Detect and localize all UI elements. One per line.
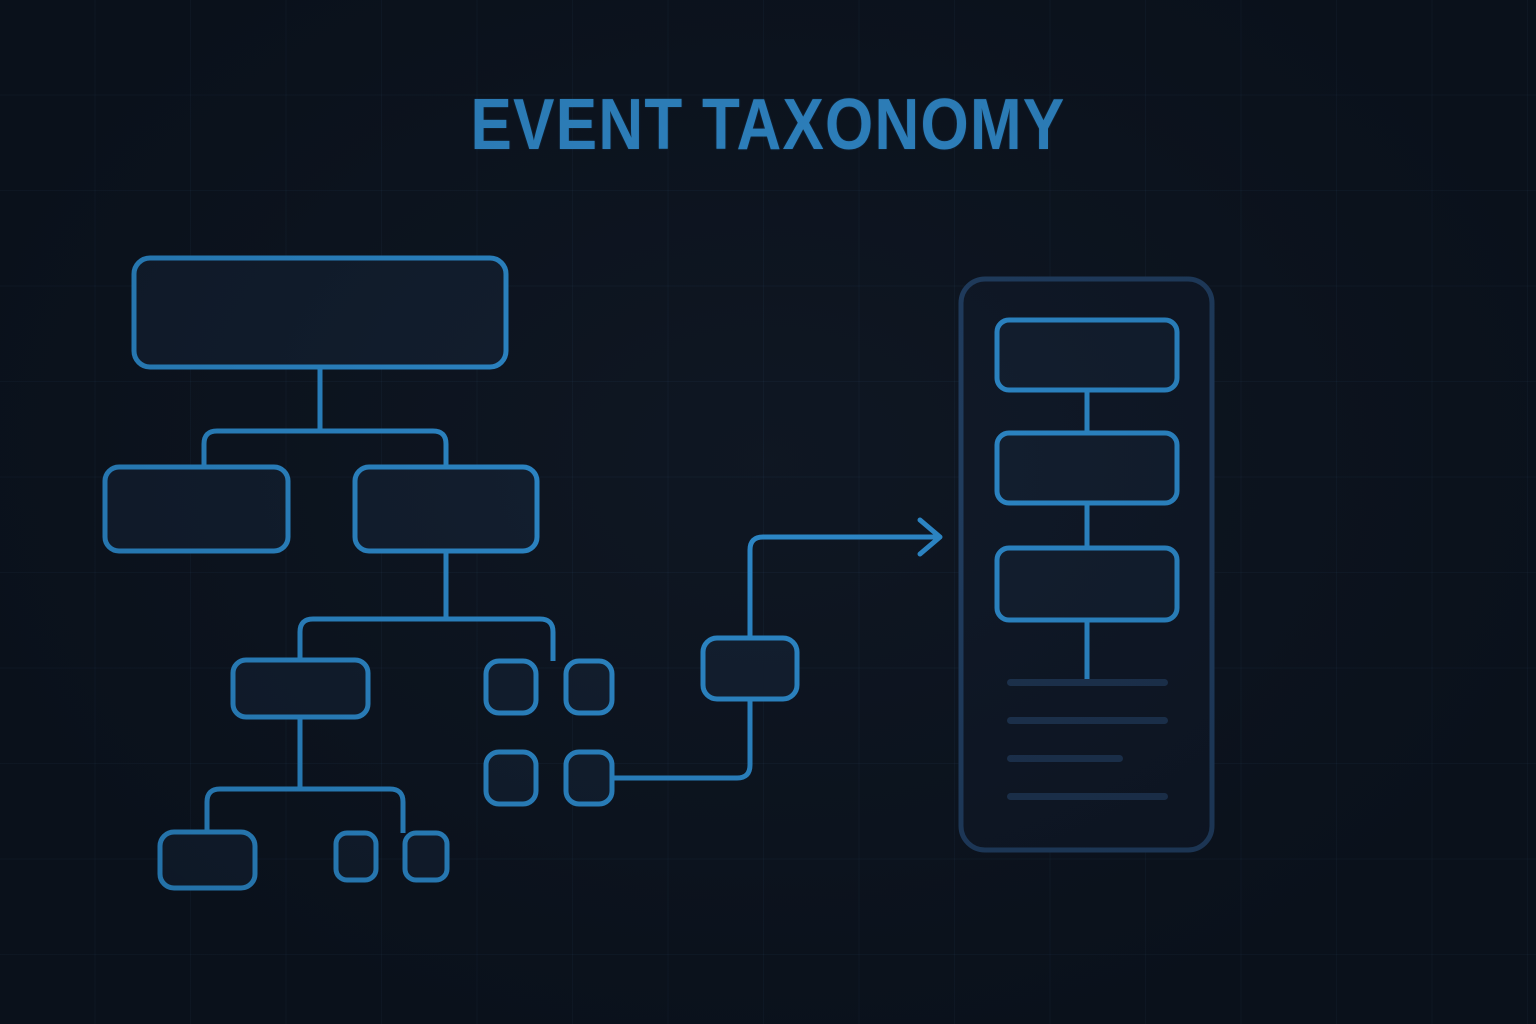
node-l3-main[interactable]: [230, 657, 371, 720]
node-l3-chip-d[interactable]: [563, 749, 615, 807]
node-l4-main[interactable]: [157, 829, 258, 891]
tree-node-group: [102, 255, 800, 891]
page-title: EVENT TAXONOMY: [470, 85, 1066, 165]
device-preview-panel[interactable]: [958, 276, 1215, 853]
node-l4-chip-a[interactable]: [333, 830, 379, 883]
node-l4-chip-b[interactable]: [402, 830, 450, 883]
panel-card-1[interactable]: [994, 317, 1180, 393]
node-l3-chip-a[interactable]: [483, 658, 539, 716]
connector-level4-bus: [204, 786, 406, 833]
panel-card-2[interactable]: [994, 430, 1180, 506]
panel-card-3[interactable]: [994, 545, 1180, 623]
node-l3-chip-b[interactable]: [563, 658, 615, 716]
connector-group: [201, 367, 943, 833]
connector-bridge-to-arrow: [747, 534, 938, 638]
node-bridge[interactable]: [700, 635, 800, 702]
arrow-head-icon: [917, 517, 943, 557]
node-root[interactable]: [131, 255, 509, 370]
panel-text-line-3: [1007, 755, 1123, 762]
node-l2-right[interactable]: [352, 464, 540, 554]
node-l3-chip-c[interactable]: [483, 749, 539, 807]
connector-root-to-level2: [201, 367, 449, 467]
connector-chip-to-bridge: [612, 699, 753, 781]
connector-level3-bus: [297, 616, 556, 661]
panel-text-line-4: [1007, 793, 1168, 800]
panel-text-line-1: [1007, 679, 1168, 686]
node-l2-left[interactable]: [102, 464, 291, 554]
panel-text-line-2: [1007, 717, 1168, 724]
